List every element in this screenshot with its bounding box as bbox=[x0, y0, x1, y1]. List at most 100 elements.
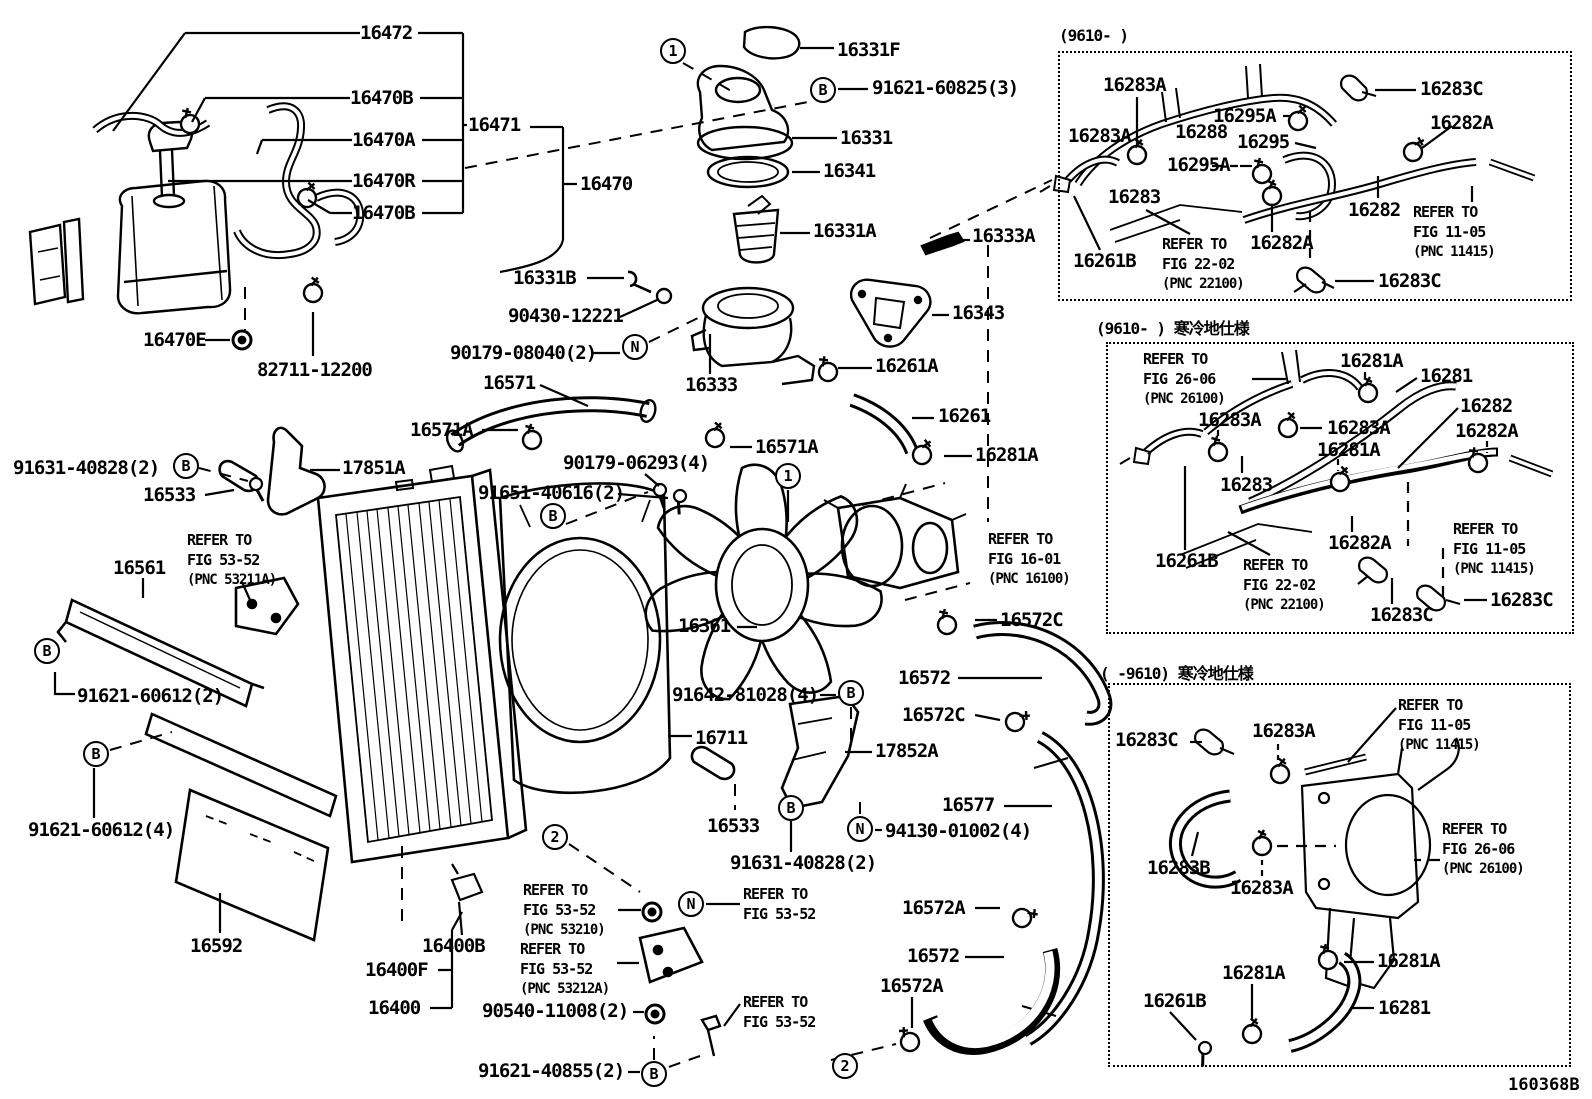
part-label-16572c: 16572C bbox=[1000, 609, 1064, 631]
part-label-b2-16283a: 16283A bbox=[1198, 409, 1262, 431]
part-label-16333a: 16333A bbox=[972, 225, 1036, 247]
part-label-b1-16283a2: 16283A bbox=[1068, 125, 1132, 147]
detail-box-9610-on-cold bbox=[1106, 342, 1574, 634]
callout-b1: B bbox=[810, 77, 836, 103]
callout-n3: N bbox=[678, 891, 704, 917]
part-label-17851a: 17851A bbox=[342, 457, 406, 479]
part-label-b3-16283a: 16283A bbox=[1252, 720, 1316, 742]
refer-note-b2-11415: REFER TO FIG 11-05 (PNC 11415) bbox=[1453, 520, 1536, 577]
refer-note-b2-22100: REFER TO FIG 22-02 (PNC 22100) bbox=[1243, 556, 1326, 613]
part-label-b1-16295a2: 16295A bbox=[1167, 154, 1231, 176]
water-pump-drawing bbox=[823, 483, 967, 590]
part-label-16331a: 16331A bbox=[813, 220, 877, 242]
part-label-b2-16282a2: 16282A bbox=[1328, 532, 1392, 554]
part-label-b3-16283c: 16283C bbox=[1115, 729, 1179, 751]
part-label-91651-40616: 91651-40616(2) bbox=[478, 482, 625, 504]
part-label-16400f: 16400F bbox=[365, 959, 429, 981]
box1-header: (9610- ) bbox=[1059, 26, 1129, 45]
refer-note-b3-26100: REFER TO FIG 26-06 (PNC 26100) bbox=[1442, 820, 1525, 877]
part-label-b3-16283b: 16283B bbox=[1147, 857, 1211, 879]
refer-note-53211a: REFER TO FIG 53-52 (PNC 53211A) bbox=[187, 531, 277, 588]
part-label-16400b: 16400B bbox=[422, 935, 486, 957]
part-label-b1-16295a: 16295A bbox=[1213, 105, 1277, 127]
part-label-90430-12221: 90430-12221 bbox=[508, 305, 624, 327]
part-label-16470e: 16470E bbox=[143, 329, 207, 351]
part-label-16472: 16472 bbox=[360, 22, 413, 44]
part-label-17852a: 17852A bbox=[875, 740, 939, 762]
part-label-90179-08040: 90179-08040(2) bbox=[450, 342, 597, 364]
part-label-16572b: 16572 bbox=[907, 945, 960, 967]
part-label-16333: 16333 bbox=[685, 374, 738, 396]
callout-b3: B bbox=[540, 503, 566, 529]
part-label-91621-40855: 91621-40855(2) bbox=[478, 1060, 625, 1082]
part-label-16261: 16261 bbox=[938, 405, 991, 427]
refer-note-b1-22100: REFER TO FIG 22-02 (PNC 22100) bbox=[1162, 235, 1245, 292]
part-label-b1-16295: 16295 bbox=[1237, 131, 1290, 153]
callout-b5: B bbox=[83, 741, 109, 767]
part-label-b2-16283: 16283 bbox=[1220, 474, 1273, 496]
part-label-16470r: 16470R bbox=[352, 170, 416, 192]
part-label-16561: 16561 bbox=[113, 557, 166, 579]
part-label-b2-16283c: 16283C bbox=[1370, 604, 1434, 626]
refer-note-b2-26100: REFER TO FIG 26-06 (PNC 26100) bbox=[1143, 350, 1226, 407]
callout-b7: B bbox=[778, 795, 804, 821]
part-label-b1-16261b: 16261B bbox=[1073, 250, 1137, 272]
part-label-16572a2: 16572A bbox=[880, 975, 944, 997]
radiator-drawing bbox=[56, 426, 1113, 1057]
part-label-90540-11008: 90540-11008(2) bbox=[482, 1000, 629, 1022]
part-label-16400: 16400 bbox=[368, 997, 421, 1019]
link-16533b-drawing bbox=[690, 745, 736, 781]
part-label-b1-16282a: 16282A bbox=[1430, 112, 1494, 134]
part-label-16343: 16343 bbox=[952, 302, 1005, 324]
part-label-94130-01002: 94130-01002(4) bbox=[885, 820, 1032, 842]
part-label-16281a: 16281A bbox=[975, 444, 1039, 466]
part-label-16470b: 16470B bbox=[350, 87, 414, 109]
callout-1b: 1 bbox=[775, 463, 801, 489]
part-label-b1-16282: 16282 bbox=[1348, 199, 1401, 221]
callout-2b: 2 bbox=[832, 1053, 858, 1079]
box2-header: (9610- ) 寒冷地仕様 bbox=[1096, 319, 1250, 338]
part-label-b1-16283c: 16283C bbox=[1420, 78, 1484, 100]
refer-note-b1-11415: REFER TO FIG 11-05 (PNC 11415) bbox=[1413, 203, 1496, 260]
part-label-16572: 16572 bbox=[898, 667, 951, 689]
callout-n2: N bbox=[847, 816, 873, 842]
detail-box-9610-on bbox=[1058, 51, 1572, 301]
part-label-16470a: 16470A bbox=[352, 129, 416, 151]
part-label-16571a2: 16571A bbox=[755, 436, 819, 458]
part-label-b2-16261b: 16261B bbox=[1155, 550, 1219, 572]
box3-header: ( -9610) 寒冷地仕様 bbox=[1100, 664, 1254, 683]
refer-note-53210: REFER TO FIG 53-52 (PNC 53210) bbox=[523, 881, 606, 938]
box3-art bbox=[1168, 707, 1460, 1069]
part-label-b3-16281a: 16281A bbox=[1377, 950, 1441, 972]
part-label-91642-81028: 91642-81028(4) bbox=[672, 684, 819, 706]
figure-code: 160368B bbox=[1508, 1075, 1580, 1095]
part-label-16331b: 16331B bbox=[513, 267, 577, 289]
part-label-91621-60612-4: 91621-60612(4) bbox=[28, 819, 175, 841]
part-label-91631-40828b: 91631-40828(2) bbox=[730, 852, 877, 874]
pipe-16577-drawing bbox=[1024, 731, 1105, 1046]
refer-note-5352a: REFER TO FIG 53-52 bbox=[743, 885, 816, 923]
part-label-b1-16283a: 16283A bbox=[1103, 74, 1167, 96]
part-label-16471: 16471 bbox=[468, 114, 521, 136]
part-label-16711: 16711 bbox=[695, 727, 748, 749]
part-label-b1-16282a2: 16282A bbox=[1250, 232, 1314, 254]
part-label-16571: 16571 bbox=[483, 372, 536, 394]
part-label-16341: 16341 bbox=[823, 160, 876, 182]
part-label-b1-16288: 16288 bbox=[1175, 121, 1228, 143]
part-label-b2-16283c2: 16283C bbox=[1490, 589, 1554, 611]
part-label-16331: 16331 bbox=[840, 127, 893, 149]
box1-art bbox=[1039, 63, 1536, 294]
part-label-b1-16283c2: 16283C bbox=[1378, 270, 1442, 292]
part-label-16361: 16361 bbox=[678, 615, 731, 637]
bracket-53212a-drawing bbox=[638, 926, 704, 984]
part-label-16572c2: 16572C bbox=[902, 704, 966, 726]
refer-note-5352b: REFER TO FIG 53-52 bbox=[743, 993, 816, 1031]
detail-box-pre-9610-cold bbox=[1108, 683, 1571, 1067]
callout-b6: B bbox=[838, 680, 864, 706]
part-label-b3-16281a2: 16281A bbox=[1222, 962, 1286, 984]
part-label-16533b: 16533 bbox=[707, 815, 760, 837]
fan-drawing bbox=[637, 463, 887, 706]
part-label-b2-16283a2: 16283A bbox=[1327, 417, 1391, 439]
callout-b2: B bbox=[173, 453, 199, 479]
part-label-91631-40828: 91631-40828(2) bbox=[13, 457, 160, 479]
